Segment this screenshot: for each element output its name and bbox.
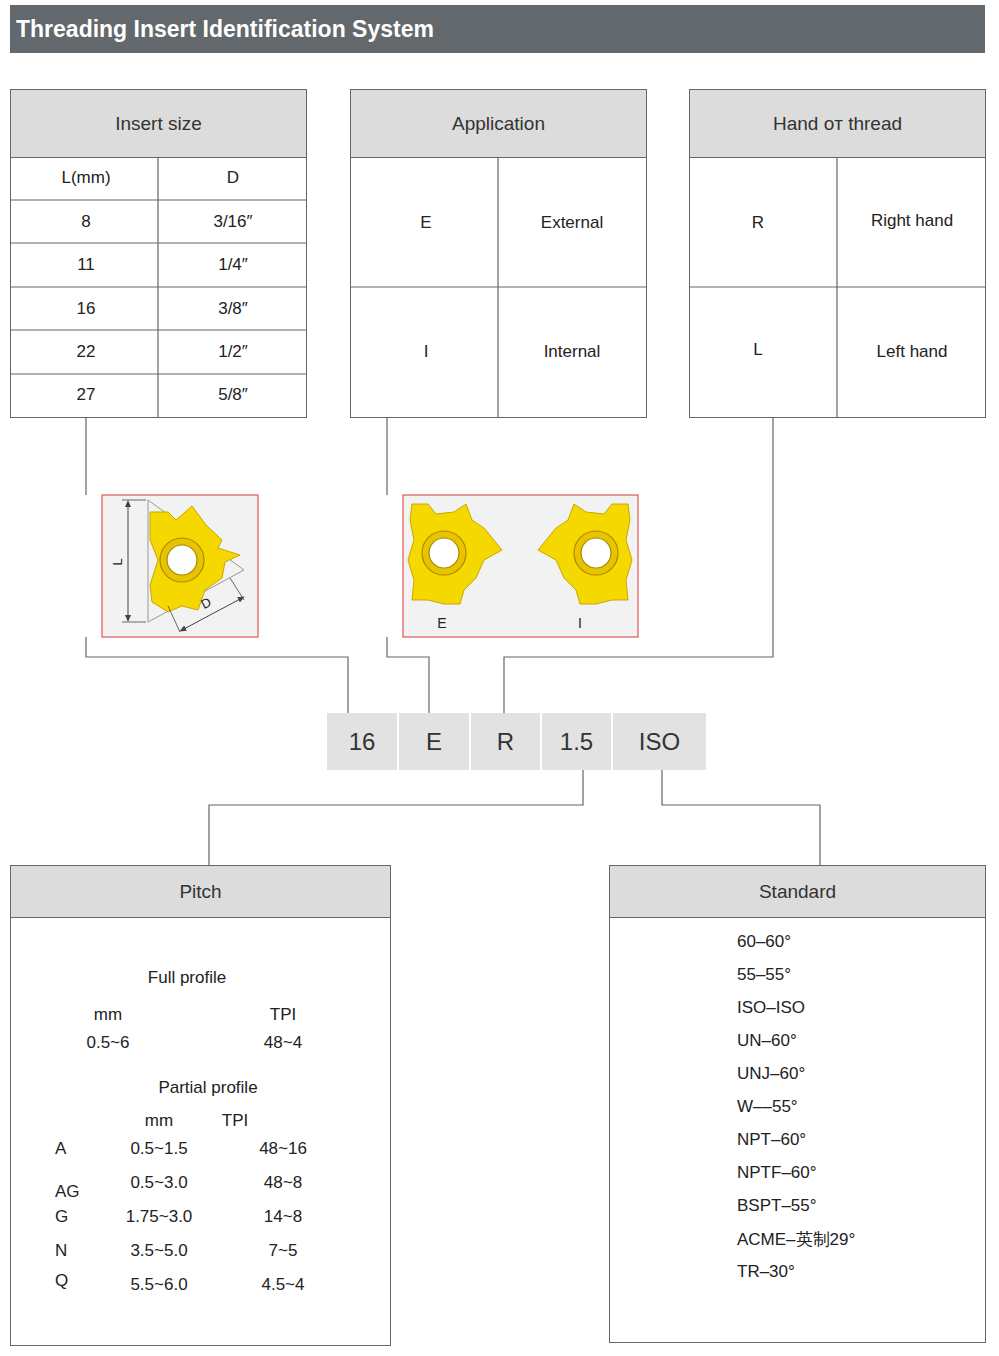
table-cell: 5/8″ xyxy=(218,385,248,405)
table-cell: D xyxy=(227,168,239,188)
pitch-entry: 1.75~3.0 xyxy=(126,1207,193,1227)
pitch-entry: 0.5~3.0 xyxy=(130,1173,187,1193)
pitch-entry: mm xyxy=(145,1111,173,1131)
header-text: Pitch xyxy=(179,881,221,903)
pitch-entry: 14~8 xyxy=(264,1207,302,1227)
leader-line xyxy=(386,417,387,495)
pitch-entry: Q xyxy=(55,1271,68,1291)
pitch-entry: 3.5~5.0 xyxy=(130,1241,187,1261)
external-insert-figure xyxy=(408,504,502,604)
table-cell: Internal xyxy=(544,342,601,362)
pitch-entry: A xyxy=(55,1139,66,1159)
table-cell: Right hand xyxy=(871,211,953,231)
pitch-entry: Partial profile xyxy=(158,1078,257,1098)
figure-label: I xyxy=(578,615,582,631)
pitch-entry: 0.5~6 xyxy=(86,1033,129,1053)
pitch-entry: 0.5~1.5 xyxy=(130,1139,187,1159)
standard-entry: TR–30° xyxy=(737,1262,795,1282)
standard-entry: ACME–英制29° xyxy=(737,1228,855,1251)
table-cell: I xyxy=(424,342,429,362)
leader-line xyxy=(85,417,86,495)
table-cell: 3/8″ xyxy=(218,299,248,319)
standard-entry: 55–55° xyxy=(737,965,791,985)
table-cell: 27 xyxy=(77,385,96,405)
pitch-entry: TPI xyxy=(222,1111,248,1131)
table-cell: Left hand xyxy=(877,342,948,362)
code-text: 16 xyxy=(349,728,376,756)
standard-entry: 60–60° xyxy=(737,932,791,952)
standard-entry: NPTF–60° xyxy=(737,1163,817,1183)
standard-entry: NPT–60° xyxy=(737,1130,806,1150)
connector xyxy=(387,637,429,713)
table-cell: 3/16″ xyxy=(213,212,252,232)
standard-entry: BSPT–55° xyxy=(737,1196,817,1216)
image-frame xyxy=(403,495,638,637)
pitch-entry: 5.5~6.0 xyxy=(130,1275,187,1295)
panel-header: Standard xyxy=(610,866,985,918)
panel-header: Hand oт thread xyxy=(690,90,985,158)
table-cell: 8 xyxy=(81,212,90,232)
image-frame xyxy=(102,495,258,637)
pitch-entry: 48~8 xyxy=(264,1173,302,1193)
table-grid xyxy=(10,156,985,417)
pitch-entry: Full profile xyxy=(148,968,226,988)
connector xyxy=(662,770,820,865)
panel-header: Pitch xyxy=(11,866,390,918)
pitch-entry: 48~16 xyxy=(259,1139,307,1159)
code-cell: E xyxy=(399,713,471,770)
figure-label: E xyxy=(437,615,446,631)
title-text: Threading Insert Identification System xyxy=(10,16,434,43)
table-cell: L xyxy=(753,340,762,360)
panel-header: Application xyxy=(351,90,646,158)
table-cell: 1/2″ xyxy=(218,342,248,362)
table-cell: External xyxy=(541,213,603,233)
header-text: Insert size xyxy=(115,113,202,135)
panel-box: Application xyxy=(350,89,647,418)
standard-entry: UN–60° xyxy=(737,1031,797,1051)
table-cell: R xyxy=(752,213,764,233)
code-text: 1.5 xyxy=(560,728,593,756)
code-text: R xyxy=(497,728,514,756)
pitch-entry: N xyxy=(55,1241,67,1261)
table-cell: 22 xyxy=(77,342,96,362)
code-cell: 16 xyxy=(327,713,399,770)
panel-box: Hand oт thread xyxy=(689,89,986,418)
connector xyxy=(209,770,583,865)
title-band: Threading Insert Identification System xyxy=(10,5,985,53)
panel-box: Insert size xyxy=(10,89,307,418)
standard-entry: UNJ–60° xyxy=(737,1064,805,1084)
pitch-entry: G xyxy=(55,1207,68,1227)
header-text: Application xyxy=(452,113,545,135)
code-cell: 1.5 xyxy=(542,713,613,770)
table-cell: L(mm) xyxy=(61,168,110,188)
internal-insert-figure xyxy=(538,504,632,604)
table-cell: 11 xyxy=(77,255,95,275)
table-cell: 16 xyxy=(77,299,96,319)
pitch-entry: 4.5~4 xyxy=(261,1275,304,1295)
table-cell: 1/4″ xyxy=(218,255,248,275)
panel-header: Insert size xyxy=(11,90,306,158)
table-cell: E xyxy=(420,213,431,233)
pitch-entry: TPI xyxy=(270,1005,296,1025)
pitch-entry: mm xyxy=(94,1005,122,1025)
standard-entry: W––55° xyxy=(737,1097,798,1117)
header-text: Standard xyxy=(759,881,836,903)
header-text: Hand oт thread xyxy=(773,113,902,135)
code-cell: ISO xyxy=(613,713,708,770)
figure-label: L xyxy=(110,558,125,565)
standard-entry: ISO–ISO xyxy=(737,998,805,1018)
connector xyxy=(86,637,348,713)
insert-size-figure xyxy=(122,500,244,632)
code-cell: R xyxy=(471,713,542,770)
pitch-entry: 7~5 xyxy=(269,1241,298,1261)
code-text: E xyxy=(426,728,442,756)
code-text: ISO xyxy=(639,728,680,756)
pitch-entry: AG xyxy=(55,1182,80,1202)
pitch-entry: 48~4 xyxy=(264,1033,302,1053)
